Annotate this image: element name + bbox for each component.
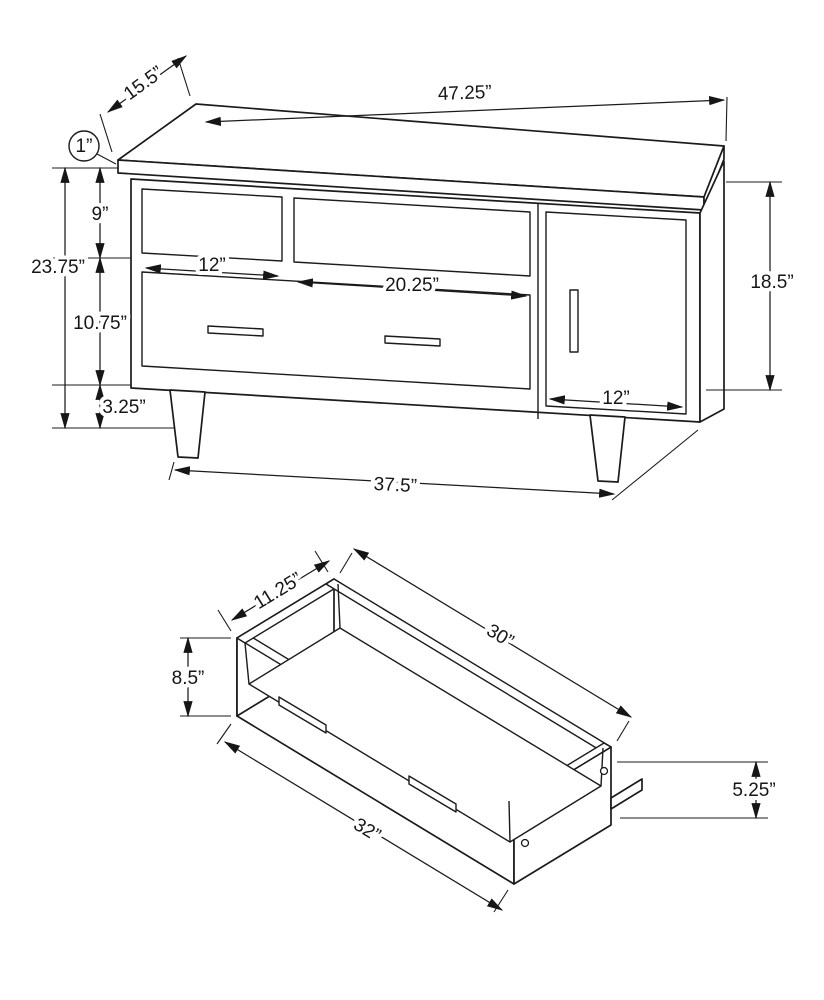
dim-drawer-bottom-length-label: 32” (350, 814, 384, 846)
drawer-screw-hole-bottom (520, 838, 530, 848)
dim-drawer-side-height-label: 8.5” (172, 668, 205, 689)
dim-door-width-label: 12” (602, 388, 629, 409)
dim-side-height-label: 18.5” (750, 272, 793, 293)
dim-overall-height-label: 23.75” (31, 257, 85, 278)
drawer-rail-tab (610, 778, 643, 810)
stand-drawer-handle-right (384, 335, 441, 347)
dim-base-width-label: 37.5” (373, 474, 417, 497)
stand-door-handle (569, 289, 579, 353)
dim-top-thickness-label: 1” (76, 136, 93, 157)
dim-shelf-left-width-label: 12” (198, 255, 225, 276)
stand-leg-left (169, 389, 206, 459)
dim-drawer-front-height-label: 5.25” (732, 780, 775, 801)
stand-drawer-handle-left (207, 325, 264, 337)
dim-base-height-label: 3.25” (102, 397, 145, 418)
stand-door-panel (545, 211, 687, 415)
stand-open-shelf-center (293, 197, 531, 277)
stand-right-side-panel (699, 160, 725, 423)
dim-shelf-center-width-label: 20.25” (385, 275, 439, 296)
dim-drawer-height-label: 10.75” (73, 313, 127, 334)
thickness-callout-circle (68, 130, 100, 162)
dim-shelf-height-label: 9” (92, 204, 109, 225)
dim-depth-label: 15.5” (120, 62, 167, 104)
drawer-drawing (236, 578, 643, 885)
stand-leg-right (589, 414, 626, 483)
stand-open-shelf-left (141, 188, 283, 262)
drawer-handle-left (278, 696, 327, 734)
drawer-screw-hole-top (599, 766, 609, 776)
dim-top-width-label: 47.25” (437, 82, 492, 105)
drawer-dimensions (180, 548, 768, 913)
tv-stand-drawing (117, 103, 725, 483)
tv-stand-dimensions (52, 55, 782, 501)
dim-drawer-top-length-label: 30” (483, 620, 517, 652)
